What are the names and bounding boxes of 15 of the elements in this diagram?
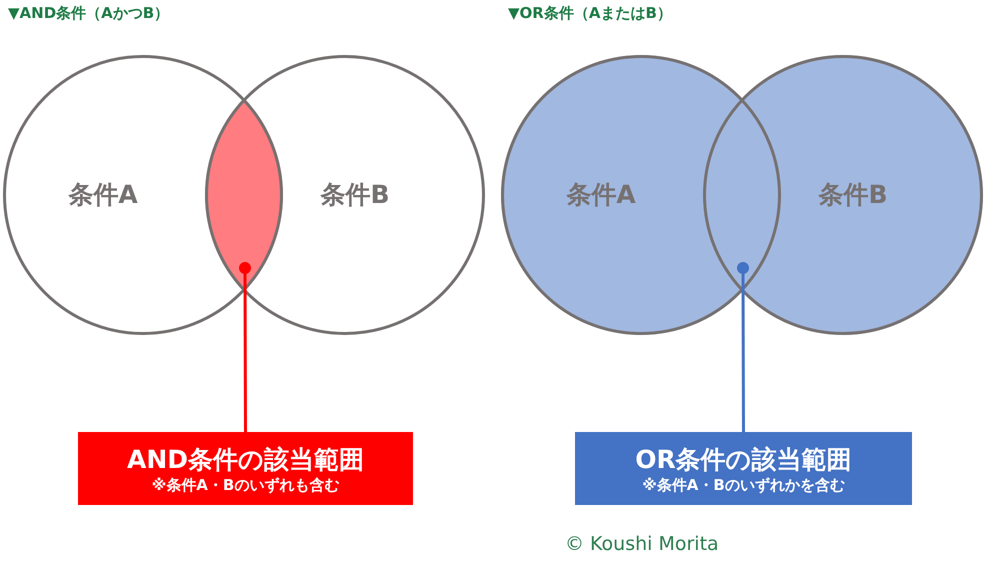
callout-box xyxy=(575,432,912,505)
callout-note: ※条件A・Bのいずれも含む xyxy=(152,476,340,494)
callout-box xyxy=(78,432,413,505)
copyright-note: © Koushi Morita xyxy=(565,533,719,555)
leader-line xyxy=(239,262,251,432)
callout-heading: OR条件の該当範囲 xyxy=(635,444,852,476)
panel-title: ▼OR条件（AまたはB） xyxy=(508,4,672,23)
circle-label: 条件A xyxy=(67,179,139,211)
leader-line xyxy=(737,262,749,432)
circle-label: 条件B xyxy=(319,179,391,211)
callout-note: ※条件A・Bのいずれかを含む xyxy=(642,476,845,494)
circle-label: 条件A xyxy=(565,179,637,211)
callout-heading: AND条件の該当範囲 xyxy=(126,444,364,476)
circle-label: 条件B xyxy=(817,179,889,211)
panel-title: ▼AND条件（AかつB） xyxy=(8,4,170,23)
